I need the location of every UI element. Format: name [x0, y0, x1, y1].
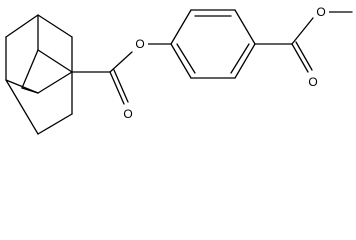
bond	[5, 79, 39, 135]
oxygen-atom-label: O	[135, 37, 144, 51]
bond	[21, 87, 39, 94]
double-bond	[295, 41, 313, 71]
atom-mask	[120, 106, 136, 122]
oxygen-atom-label: O	[316, 5, 325, 19]
aromatic-inner-bond	[176, 43, 196, 74]
bond	[37, 71, 73, 94]
bond	[234, 9, 256, 45]
atom-labels: O O O O	[120, 4, 329, 122]
chemical-structure-diagram: O O O O	[5, 4, 353, 135]
adamantane-cage	[5, 14, 73, 135]
atom-mask	[132, 36, 148, 52]
double-bond	[291, 43, 309, 73]
left-ester-group	[71, 43, 172, 105]
bond	[5, 14, 39, 38]
aromatic-inner-bond	[230, 43, 250, 74]
bond	[170, 43, 192, 79]
double-bond	[109, 71, 125, 105]
atom-mask	[313, 4, 329, 20]
benzene-ring	[170, 9, 256, 79]
bond	[37, 49, 73, 73]
oxygen-atom-label: O	[123, 107, 132, 121]
double-bond	[113, 69, 129, 103]
bond	[234, 43, 256, 79]
bond	[291, 17, 314, 45]
bond	[109, 51, 133, 73]
bond	[21, 49, 39, 89]
atom-mask	[305, 74, 321, 90]
bond	[170, 9, 192, 45]
bond	[37, 14, 73, 38]
right-ester-group	[254, 11, 353, 73]
oxygen-atom-label: O	[308, 75, 317, 89]
bond	[37, 113, 73, 135]
